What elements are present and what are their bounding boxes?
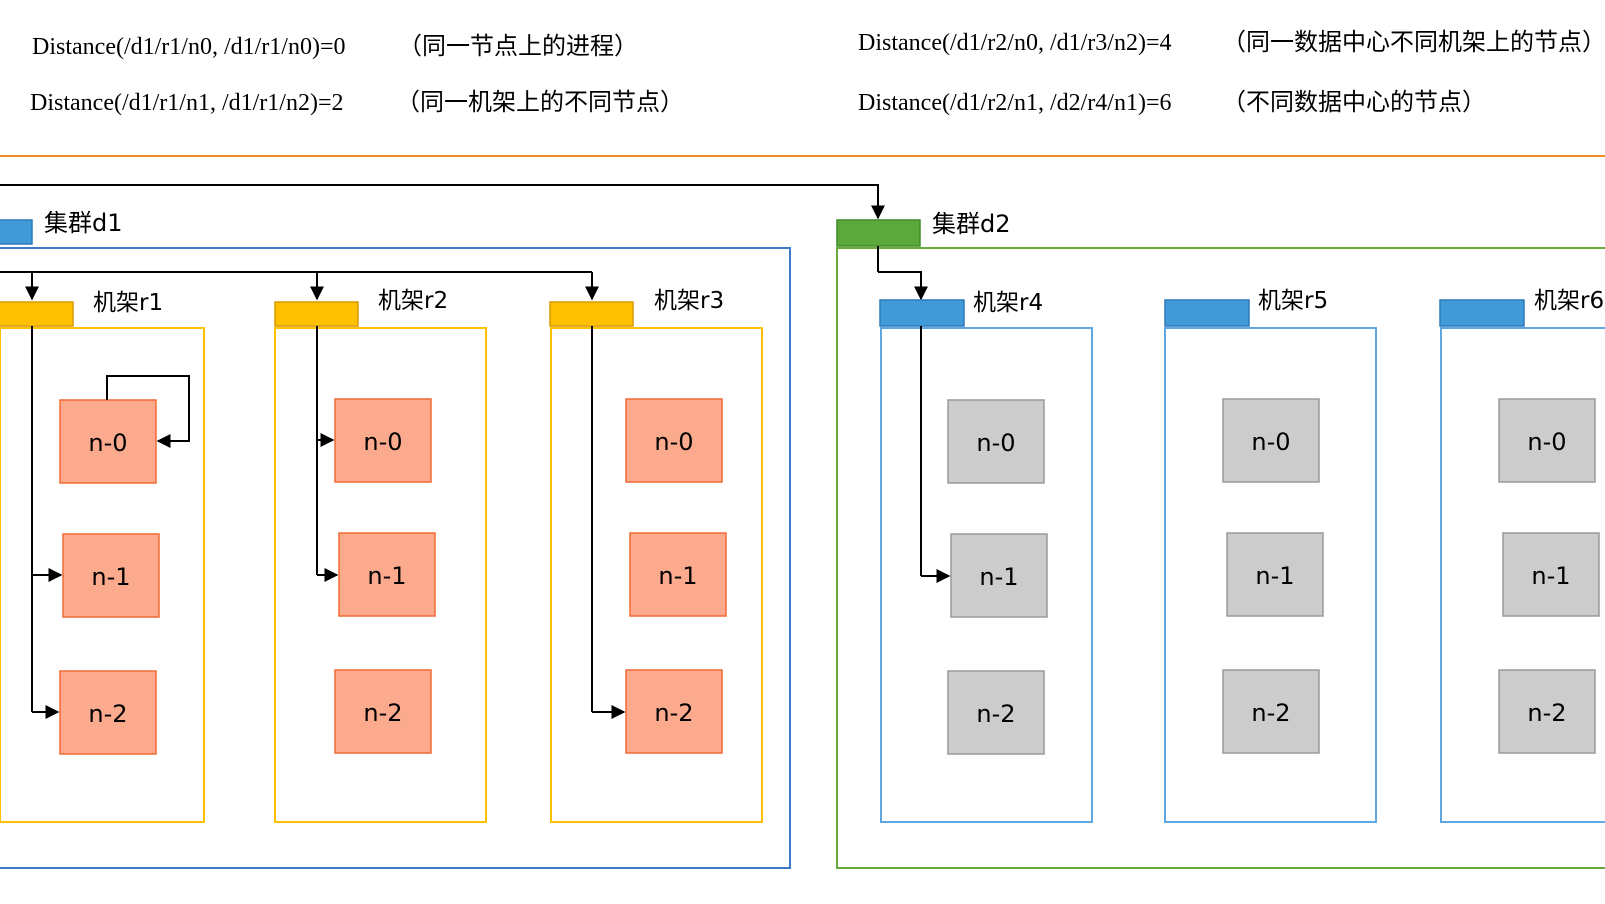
cluster-link-arrow [0, 184, 885, 220]
node-r2-n2: n-2 [334, 669, 432, 754]
node-label: n-2 [1251, 699, 1290, 727]
rack-r3-box [550, 327, 763, 823]
rack-r4-arrow [878, 271, 928, 301]
node-r6-n1: n-1 [1502, 532, 1600, 617]
formula-4-expr: Distance(/d1/r2/n1, /d2/r4/n1)=6 [858, 90, 1171, 116]
rack-r2-box [274, 327, 487, 823]
formula-3-expr: Distance(/d1/r2/n0, /d1/r3/n2)=4 [858, 30, 1171, 56]
cluster-d2-label: 集群d2 [932, 210, 1011, 238]
node-label: n-1 [91, 563, 130, 591]
rack-r1-box [0, 327, 205, 823]
node-label: n-0 [1251, 428, 1290, 456]
node-label: n-1 [1255, 562, 1294, 590]
node-label: n-2 [88, 700, 127, 728]
node-label: n-1 [1531, 562, 1570, 590]
rack-r6-tab [1439, 299, 1525, 327]
rack-r5-box [1164, 327, 1377, 823]
node-label: n-2 [363, 699, 402, 727]
node-r2-n0: n-0 [334, 398, 432, 483]
node-r6-n0: n-0 [1498, 398, 1596, 483]
cluster-d1-tab [0, 219, 33, 245]
node-label: n-2 [976, 700, 1015, 728]
rack-r3-label: 机架r3 [654, 288, 724, 314]
rack-r2-tab [274, 301, 359, 327]
formula-2-note: （同一机架上的不同节点） [396, 88, 684, 116]
node-r1-n2: n-2 [59, 670, 157, 755]
formula-3-note: （同一数据中心不同机架上的节点） [1222, 28, 1605, 56]
rack-r1-label: 机架r1 [93, 290, 163, 316]
rack-r4-tab [879, 299, 965, 327]
node-r6-n2: n-2 [1498, 669, 1596, 754]
cluster-d1-box [0, 247, 791, 869]
node-label: n-2 [654, 699, 693, 727]
rack-r6-label: 机架r6 [1534, 288, 1604, 314]
node-r3-n1: n-1 [629, 532, 727, 617]
node-label: n-1 [979, 563, 1018, 591]
node-r2-n1: n-1 [338, 532, 436, 617]
rack-r2-label: 机架r2 [378, 288, 448, 314]
node-r1-n0: n-0 [59, 399, 157, 484]
node-label: n-0 [363, 428, 402, 456]
node-r4-n1: n-1 [950, 533, 1048, 618]
node-r3-n2: n-2 [625, 669, 723, 754]
formula-4-note: （不同数据中心的节点） [1222, 88, 1486, 116]
node-r3-n0: n-0 [625, 398, 723, 483]
rack-r5-label: 机架r5 [1258, 288, 1328, 314]
node-label: n-0 [976, 429, 1015, 457]
node-r5-n1: n-1 [1226, 532, 1324, 617]
node-label: n-0 [1527, 428, 1566, 456]
rack-r5-tab [1164, 299, 1250, 327]
node-r5-n0: n-0 [1222, 398, 1320, 483]
node-r4-n2: n-2 [947, 670, 1045, 755]
cluster-d2-box [836, 247, 1605, 869]
node-r1-n1: n-1 [62, 533, 160, 618]
rack-r4-label: 机架r4 [973, 290, 1043, 316]
formula-2-expr: Distance(/d1/r1/n1, /d1/r1/n2)=2 [30, 90, 343, 116]
node-r4-n0: n-0 [947, 399, 1045, 484]
rack-r1-tab [0, 301, 74, 327]
node-label: n-0 [654, 428, 693, 456]
cluster-d2-tab [836, 219, 921, 247]
rack-r4-box [880, 327, 1093, 823]
rack-r3-tab [549, 301, 634, 327]
rack-r6-box [1440, 327, 1605, 823]
self-loop-arrow [106, 375, 190, 448]
cluster-d1-label: 集群d1 [44, 209, 123, 237]
node-label: n-0 [88, 429, 127, 457]
formula-1-note: （同一节点上的进程） [398, 32, 638, 60]
node-label: n-2 [1527, 699, 1566, 727]
node-label: n-1 [658, 562, 697, 590]
node-label: n-1 [367, 562, 406, 590]
formula-1-expr: Distance(/d1/r1/n0, /d1/r1/n0)=0 [32, 34, 345, 60]
node-r5-n2: n-2 [1222, 669, 1320, 754]
